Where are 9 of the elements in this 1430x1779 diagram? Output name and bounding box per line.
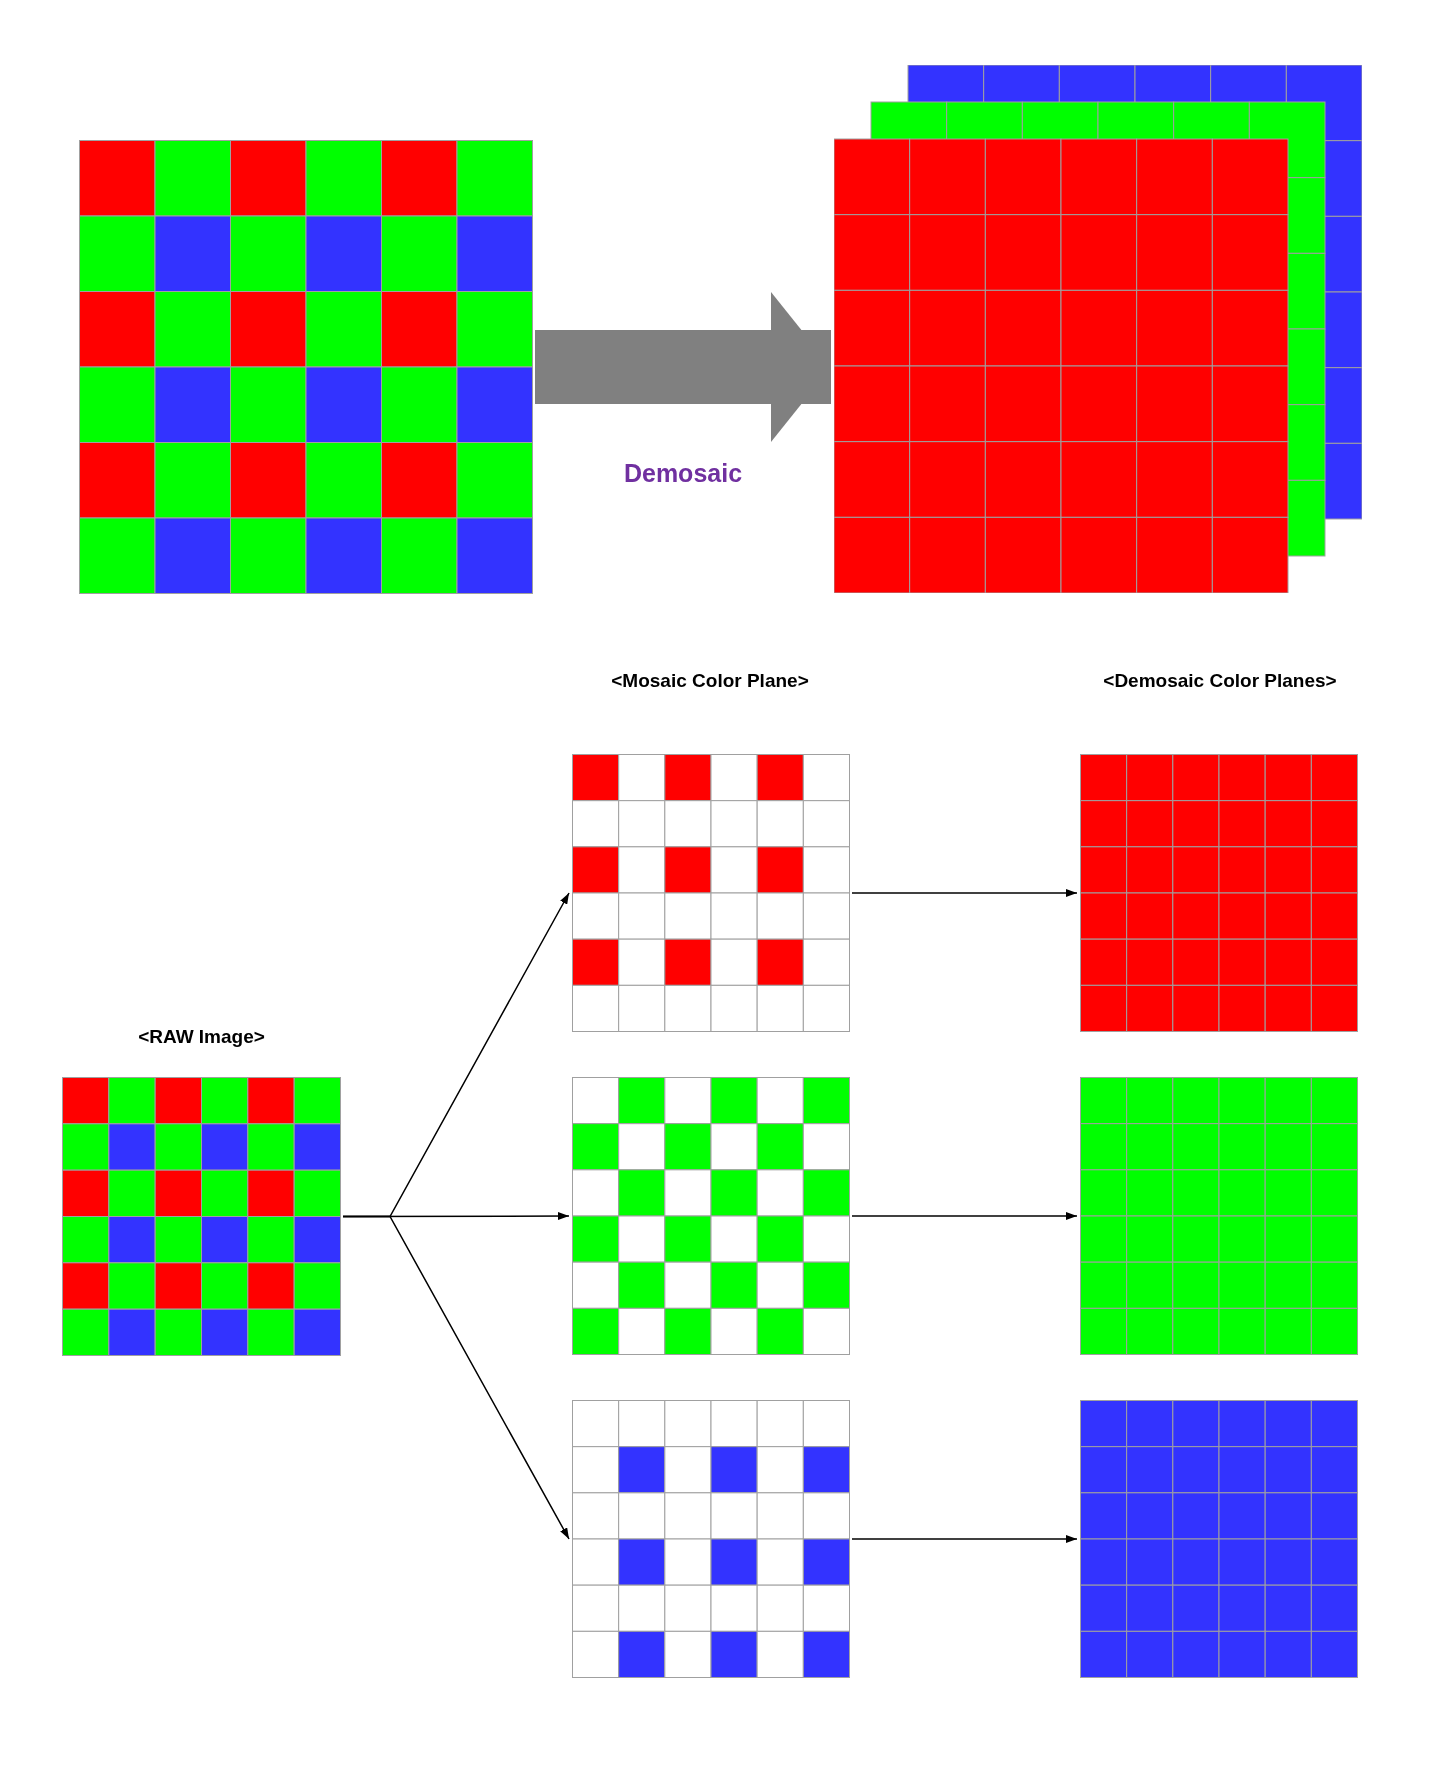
- column-heading: <Demosaic Color Planes>: [1103, 670, 1337, 692]
- image-title: <RAW Image>: [137, 1025, 266, 1049]
- block-arrow: [535, 292, 831, 442]
- arrow: [851, 1212, 1078, 1220]
- arrow: [851, 1535, 1078, 1543]
- edge-label: Demosaic: [623, 459, 743, 488]
- arrow: [851, 889, 1078, 897]
- arrow: [342, 1215, 570, 1540]
- column-heading: <Mosaic Color Plane>: [611, 670, 809, 692]
